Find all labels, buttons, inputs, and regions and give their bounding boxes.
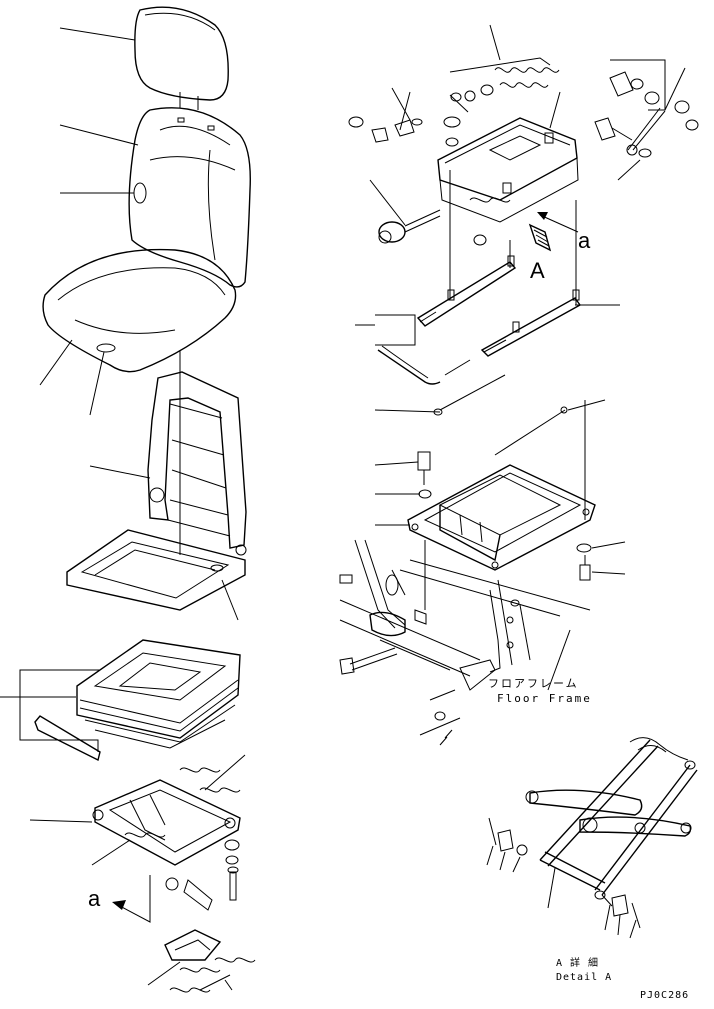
- slide-rails: [416, 170, 582, 357]
- slide-mechanism: [348, 116, 579, 246]
- leader-lines-right: [355, 24, 686, 736]
- arrow-a-left: [112, 875, 151, 923]
- seat-frame: [66, 371, 247, 611]
- floor-bolt: [339, 647, 453, 746]
- seat-backrest: [128, 107, 251, 288]
- floor-frame: [339, 539, 591, 691]
- floor-frame-label-en: Floor Frame: [497, 692, 592, 705]
- scissor-base: [92, 767, 241, 866]
- floor-frame-label-jp: フロアフレーム: [488, 677, 579, 690]
- detail-a-leaders: [486, 845, 637, 939]
- damper-parts: [594, 71, 699, 158]
- arrow-a-label-left: a: [88, 886, 101, 911]
- headrest: [134, 6, 229, 110]
- adjust-knob: [378, 209, 441, 244]
- adjust-handle: [34, 715, 101, 762]
- view-a-label: A: [530, 258, 545, 283]
- lever-parts: [164, 929, 256, 993]
- springs-top: [449, 67, 560, 113]
- detail-a-label-jp: A 詳 細: [556, 958, 600, 969]
- seat-cushion: [42, 248, 237, 373]
- view-a-arrow: [528, 212, 579, 252]
- arrow-a-label-right: a: [578, 228, 591, 253]
- mounting-plate: [407, 464, 596, 571]
- drawing-code: PJ0C286: [640, 990, 690, 1001]
- suspension-plate: [76, 639, 241, 749]
- leader-lines-left: [0, 27, 246, 991]
- base-fasteners: [165, 839, 240, 911]
- detail-a-assembly: [488, 737, 698, 929]
- rod: [377, 345, 568, 456]
- plate-bolts: [417, 400, 592, 610]
- detail-a-label-en: Detail A: [556, 972, 613, 983]
